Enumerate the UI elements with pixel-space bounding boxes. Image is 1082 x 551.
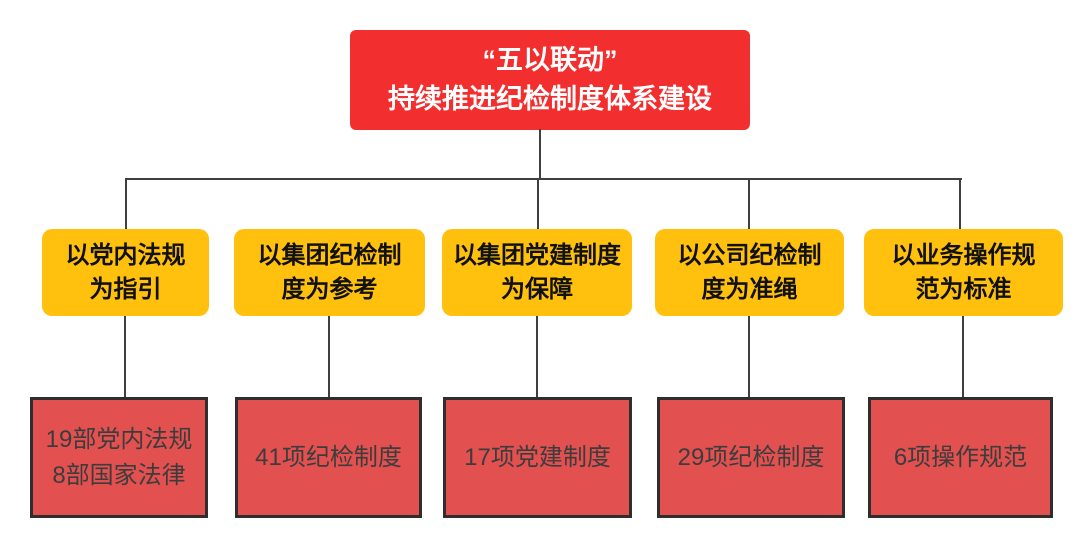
branch-node-5: 以业务操作规 范为标准: [864, 229, 1063, 316]
result-node-3: 17项党建制度: [443, 397, 632, 518]
branch-node-2: 以集团纪检制 度为参考: [234, 229, 425, 316]
result-node-4-label: 29项纪检制度: [677, 443, 825, 471]
branch-node-1: 以党内法规 为指引: [42, 229, 209, 316]
connector-branch-2-result: [328, 316, 330, 397]
result-node-1-label: 19部党内法规 8部国家法律: [45, 425, 193, 489]
result-node-2-label: 41项纪检制度: [255, 443, 402, 471]
result-node-1: 19部党内法规 8部国家法律: [30, 397, 208, 518]
root-node-label: “五以联动” 持续推进纪检制度体系建设: [388, 44, 712, 114]
connector-branch-5-result: [962, 316, 964, 397]
connector-horizontal-rail: [125, 178, 962, 180]
root-node: “五以联动” 持续推进纪检制度体系建设: [350, 30, 750, 130]
branch-node-4-label: 以公司纪检制 度为准绳: [677, 241, 822, 303]
connector-branch-1-result: [124, 316, 126, 397]
branch-node-2-label: 以集团纪检制 度为参考: [257, 241, 402, 303]
branch-node-3: 以集团党建制度 为保障: [442, 229, 632, 316]
connector-branch-3-result: [536, 316, 538, 397]
connector-drop-branch-5: [959, 179, 961, 230]
connector-drop-branch-3: [537, 179, 539, 230]
branch-node-4: 以公司纪检制 度为准绳: [655, 229, 844, 316]
result-node-2: 41项纪检制度: [235, 397, 422, 518]
result-node-3-label: 17项党建制度: [464, 443, 611, 471]
branch-node-3-label: 以集团党建制度 为保障: [453, 241, 621, 303]
result-node-4: 29项纪检制度: [657, 397, 845, 518]
result-node-5: 6项操作规范: [868, 397, 1053, 518]
connector-root-stem: [539, 129, 541, 179]
branch-node-1-label: 以党内法规 为指引: [65, 241, 186, 303]
connector-branch-4-result: [748, 316, 750, 397]
connector-drop-branch-4: [748, 179, 750, 230]
result-node-5-label: 6项操作规范: [893, 443, 1028, 471]
connector-drop-branch-1: [125, 179, 127, 230]
branch-node-5-label: 以业务操作规 范为标准: [891, 241, 1036, 303]
